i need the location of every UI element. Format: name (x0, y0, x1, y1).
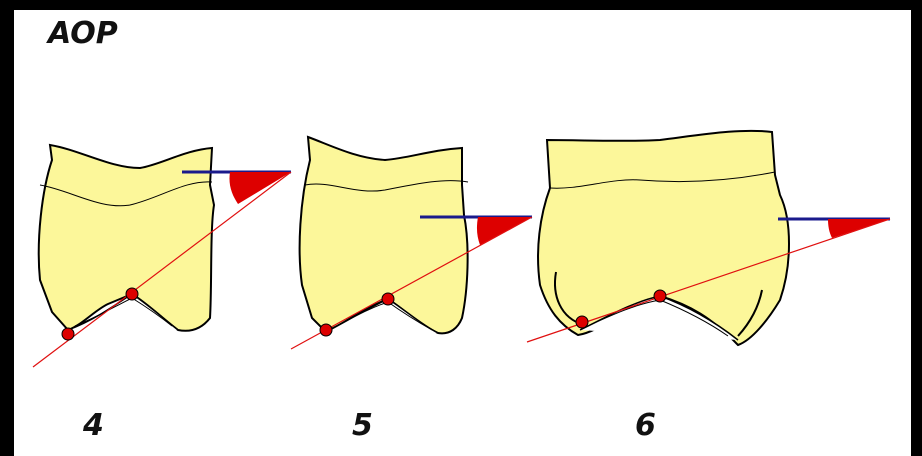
tooth-5-label: 5 (352, 408, 373, 443)
tooth-6 (527, 131, 890, 345)
tooth-5-contact-point-2 (382, 293, 394, 305)
tooth-5 (291, 137, 532, 349)
tooth-4 (33, 145, 291, 367)
tooth-5-contact-point-1 (320, 324, 332, 336)
tooth-4-label: 4 (83, 408, 104, 443)
tooth-4-contact-point-2 (126, 288, 138, 300)
tooth-6-contact-point-1 (576, 316, 588, 328)
tooth-4-contact-point-1 (62, 328, 74, 340)
tooth-6-label: 6 (635, 408, 656, 443)
tooth-4-angle-wedge (229, 172, 291, 204)
tooth-6-contact-point-2 (654, 290, 666, 302)
